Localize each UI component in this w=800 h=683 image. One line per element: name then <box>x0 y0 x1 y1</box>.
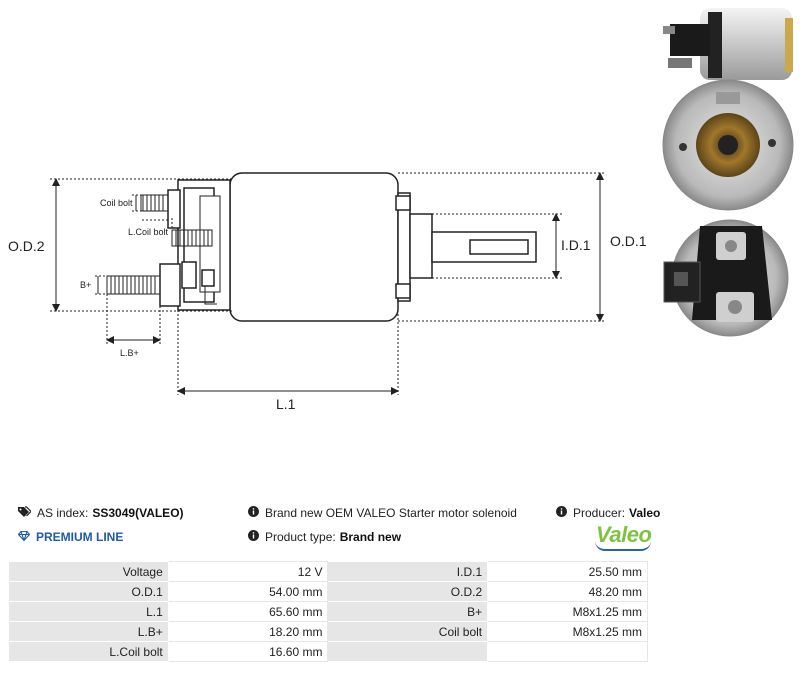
spec-value: M8x1.25 mm <box>487 621 648 642</box>
spec-key <box>327 641 489 662</box>
specs-table: Voltage 12 V I.D.1 25.50 mm O.D.1 54.00 … <box>8 561 648 662</box>
technical-diagram: O.D.2 O.D.1 I.D.1 L.1 Coil bolt L.Coil b… <box>8 8 794 412</box>
premium-line-text: PREMIUM LINE <box>36 530 124 544</box>
product-type: Product type: Brand new <box>248 530 401 544</box>
coil-bolt-label: Coil bolt <box>100 198 133 208</box>
description: Brand new OEM VALEO Starter motor soleno… <box>248 506 517 520</box>
spec-value: 48.20 mm <box>487 581 648 602</box>
diamond-icon <box>17 530 31 544</box>
table-row: Voltage 12 V I.D.1 25.50 mm <box>8 561 648 582</box>
as-index: AS index: SS3049(VALEO) <box>18 506 184 520</box>
spec-key: L.Coil bolt <box>8 641 169 662</box>
as-index-label: AS index: <box>37 506 89 520</box>
specs-body: Voltage 12 V I.D.1 25.50 mm O.D.1 54.00 … <box>8 561 648 662</box>
valeo-logo-swoosh <box>595 541 651 551</box>
product-type-value: Brand new <box>339 530 402 544</box>
spec-key: L.B+ <box>8 621 169 642</box>
producer: Producer: Valeo <box>556 506 660 520</box>
as-index-value: SS3049(VALEO) <box>92 506 184 520</box>
b-plus-label: B+ <box>80 280 91 290</box>
spec-value: 18.20 mm <box>167 621 329 642</box>
spec-key: B+ <box>327 601 489 622</box>
info-icon <box>248 530 259 544</box>
spec-value <box>487 641 648 662</box>
table-row: O.D.1 54.00 mm O.D.2 48.20 mm <box>8 581 648 602</box>
spec-key: Coil bolt <box>327 621 489 642</box>
od2-label: O.D.2 <box>8 238 45 254</box>
spec-key: L.1 <box>8 601 169 622</box>
info-icon <box>556 506 567 520</box>
solenoid-drawing <box>106 172 537 322</box>
spec-value: 12 V <box>167 561 329 582</box>
table-row: L.B+ 18.20 mm Coil bolt M8x1.25 mm <box>8 621 648 642</box>
spec-key: O.D.2 <box>327 581 489 602</box>
l-b-plus-label: L.B+ <box>120 348 139 358</box>
description-text: Brand new OEM VALEO Starter motor soleno… <box>265 506 517 520</box>
id1-label: I.D.1 <box>561 237 591 253</box>
premium-line: PREMIUM LINE <box>17 530 124 544</box>
od1-label: O.D.1 <box>610 233 647 249</box>
table-row: L.Coil bolt 16.60 mm <box>8 641 648 662</box>
spec-key: I.D.1 <box>327 561 489 582</box>
l1-label: L.1 <box>276 396 296 412</box>
product-info: AS index: SS3049(VALEO) Brand new OEM VA… <box>0 500 800 560</box>
l-coil-bolt-label: L.Coil bolt <box>128 227 169 237</box>
tags-icon <box>18 506 32 520</box>
product-type-label: Product type: <box>265 530 336 544</box>
dimension-lines <box>50 172 606 395</box>
spec-value: 54.00 mm <box>167 581 329 602</box>
spec-key: Voltage <box>8 561 169 582</box>
spec-value: 25.50 mm <box>487 561 648 582</box>
info-icon <box>248 506 259 520</box>
spec-value: M8x1.25 mm <box>487 601 648 622</box>
product-photo-rear <box>663 219 789 337</box>
table-row: L.1 65.60 mm B+ M8x1.25 mm <box>8 601 648 622</box>
spec-value: 16.60 mm <box>167 641 329 662</box>
spec-key: O.D.1 <box>8 581 169 602</box>
product-photo-side <box>663 8 793 80</box>
producer-label: Producer: <box>573 506 626 520</box>
spec-value: 65.60 mm <box>167 601 329 622</box>
product-photo-front <box>662 79 794 211</box>
producer-value: Valeo <box>629 506 661 520</box>
